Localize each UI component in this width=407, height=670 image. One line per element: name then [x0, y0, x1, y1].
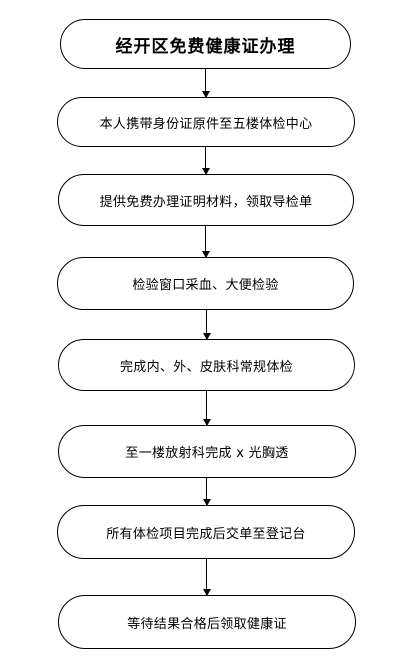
flowchart-title: 经开区免费健康证办理 [115, 36, 296, 57]
flow-step-2-label: 提供免费办理证明材料，领取导检单 [99, 194, 313, 210]
flow-step-1-label: 本人携带身份证原件至五楼体检中心 [99, 116, 313, 132]
flow-step-5: 至一楼放射科完成 x 光胸透 [58, 425, 356, 478]
flow-step-4-label: 完成内、外、皮肤科常规体检 [120, 359, 293, 375]
flow-step-1: 本人携带身份证原件至五楼体检中心 [57, 97, 355, 147]
flow-step-7-label: 等待结果合格后领取健康证 [127, 616, 287, 632]
flow-step-3-label: 检验窗口采血、大便检验 [132, 278, 279, 293]
flow-arrow-3 [200, 226, 211, 258]
flow-step-3: 检验窗口采血、大便检验 [57, 257, 354, 310]
flow-arrow-5 [201, 391, 212, 426]
flow-step-7: 等待结果合格后领取健康证 [58, 595, 356, 649]
flow-step-4: 完成内、外、皮肤科常规体检 [58, 339, 355, 391]
flow-arrow-1 [200, 69, 211, 98]
flow-step-6-label: 所有体检项目完成后交单至登记台 [106, 526, 306, 542]
flow-step-6: 所有体检项目完成后交单至登记台 [57, 505, 355, 559]
flow-arrow-6 [201, 478, 212, 506]
flow-step-2: 提供免费办理证明材料，领取导检单 [58, 174, 354, 226]
flow-arrow-2 [200, 147, 211, 175]
flow-step-5-label: 至一楼放射科完成 x 光胸透 [125, 446, 289, 461]
flow-arrow-7 [201, 559, 212, 596]
flowchart-title-node: 经开区免费健康证办理 [60, 19, 351, 69]
flow-arrow-4 [201, 310, 212, 340]
